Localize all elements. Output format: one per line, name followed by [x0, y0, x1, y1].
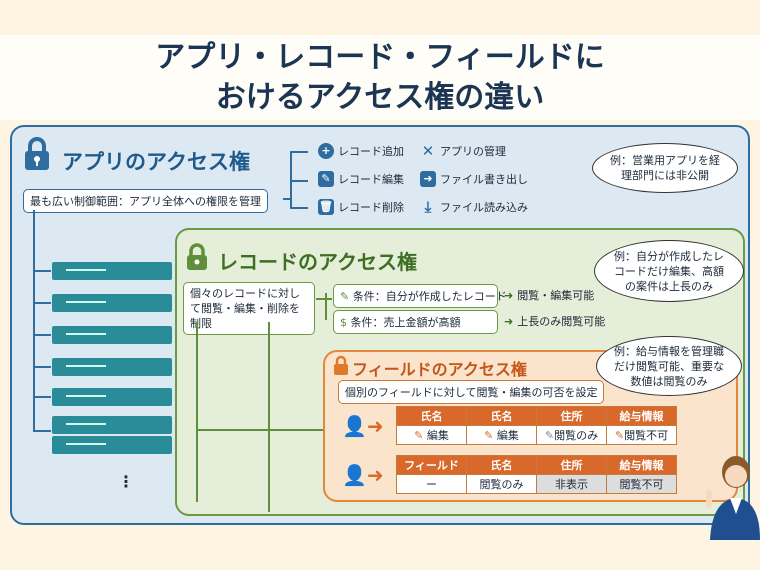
cell-view-only: ✎閲覧のみ [536, 425, 607, 445]
cell: 閲覧のみ [466, 474, 537, 494]
pencil-icon: ✎ [614, 429, 625, 442]
field-permission-table-2: フィールド氏名住所給与情報 ー閲覧のみ非表示閲覧不可 [396, 455, 677, 494]
cell: ー [396, 474, 467, 494]
action-delete-record: 🗑 レコード削除 [318, 199, 404, 215]
action-label: レコード編集 [338, 173, 404, 186]
cell-text: 閲覧のみ [554, 429, 599, 442]
title-line-1: アプリ・レコード・フィールドに [155, 40, 605, 75]
pencil-icon: ✎ [484, 429, 497, 442]
user-edit-icon: 👤➜ [342, 414, 384, 438]
lock-icon [25, 137, 49, 170]
action-label: ファイル読み込み [440, 201, 528, 214]
title-line-2: おけるアクセス権の違い [215, 80, 545, 115]
arrow-icon: ➜ [504, 288, 514, 302]
pencil-icon: ✎ [414, 429, 427, 442]
plus-circle-icon: + [318, 143, 334, 159]
action-label: ファイル書き出し [440, 173, 528, 186]
column-header: 氏名 [466, 455, 537, 475]
field-scope: 個別のフィールドに対して閲覧・編集の可否を設定 [338, 380, 605, 404]
action-export-file: ➜ ファイル書き出し [420, 171, 528, 187]
column-header: 氏名 [396, 406, 467, 426]
trash-icon: 🗑 [318, 199, 334, 215]
column-header: 給与情報 [606, 406, 677, 426]
action-add-record: + レコード追加 [318, 143, 404, 159]
app-example-bubble: 例：営業用アプリを経理部門には非公開 [592, 143, 738, 193]
cell-edit: ✎ 編集 [396, 425, 467, 445]
condition-result: 閲覧・編集可能 [517, 289, 595, 302]
app-scope: 最も広い制御範囲：アプリ全体への権限を管理 [23, 189, 268, 213]
edit-icon: ✎ [318, 171, 334, 187]
record-heading: レコードのアクセス権 [218, 250, 417, 274]
cell-edit: ✎ 編集 [466, 425, 537, 445]
more-indicator: ⋮ [118, 472, 134, 491]
cell-text: 編集 [496, 429, 519, 442]
column-header: 氏名 [466, 406, 537, 426]
action-label: レコード追加 [338, 145, 404, 158]
action-manage-app: ✕ アプリの管理 [420, 143, 506, 159]
field-example-bubble: 例：給与情報を管理職だけ閲覧可能、重要な数値は閲覧のみ [596, 336, 742, 396]
action-edit-record: ✎ レコード編集 [318, 171, 404, 187]
wrench-icon: ✕ [421, 142, 435, 160]
user-edit-icon: 👤➜ [342, 463, 384, 487]
column-header: 住所 [536, 455, 607, 475]
lock-icon [187, 243, 207, 270]
cell-no-view: ✎閲覧不可 [606, 425, 677, 445]
lock-icon [334, 355, 348, 375]
column-header: フィールド [396, 455, 467, 475]
action-import-file: ⤓ ファイル読み込み [420, 199, 528, 215]
record-example-bubble: 例：自分が作成したレコードだけ編集、高額の案件は上長のみ [594, 240, 744, 302]
app-heading: アプリのアクセス権 [62, 150, 250, 174]
condition-result: 上長のみ閲覧可能 [517, 315, 606, 328]
presenter-illustration [706, 456, 760, 540]
page-title: アプリ・レコード・フィールドにおけるアクセス権の違い [0, 35, 760, 120]
download-icon: ⤓ [424, 198, 432, 216]
cell-hidden: 非表示 [536, 474, 607, 494]
cell-text: 編集 [426, 429, 449, 442]
field-permission-table-1: 氏名氏名住所給与情報 ✎ 編集✎ 編集✎閲覧のみ✎閲覧不可 [396, 406, 677, 445]
arrow-icon: ➜ [504, 314, 514, 328]
column-header: 住所 [536, 406, 607, 426]
action-label: レコード削除 [338, 201, 404, 214]
money-bag-icon: $ [340, 316, 351, 329]
condition-high-sales: $ 条件：売上金額が高額 [333, 310, 498, 334]
action-label: アプリの管理 [440, 145, 506, 158]
condition-label: 条件：売上金額が高額 [350, 316, 461, 329]
cell-text: 閲覧不可 [624, 429, 669, 442]
column-header: 給与情報 [606, 455, 677, 475]
condition-own-record: ✎ 条件：自分が作成したレコード [333, 284, 507, 308]
condition-label: 条件：自分が作成したレコード [352, 290, 507, 303]
record-scope: 個々のレコードに対して閲覧・編集・削除を制限 [183, 282, 315, 335]
cell: 閲覧不可 [606, 474, 677, 494]
edit-icon: ✎ [340, 290, 353, 303]
pencil-icon: ✎ [544, 429, 555, 442]
field-heading: フィールドのアクセス権 [352, 360, 527, 379]
file-export-icon: ➜ [420, 171, 436, 187]
